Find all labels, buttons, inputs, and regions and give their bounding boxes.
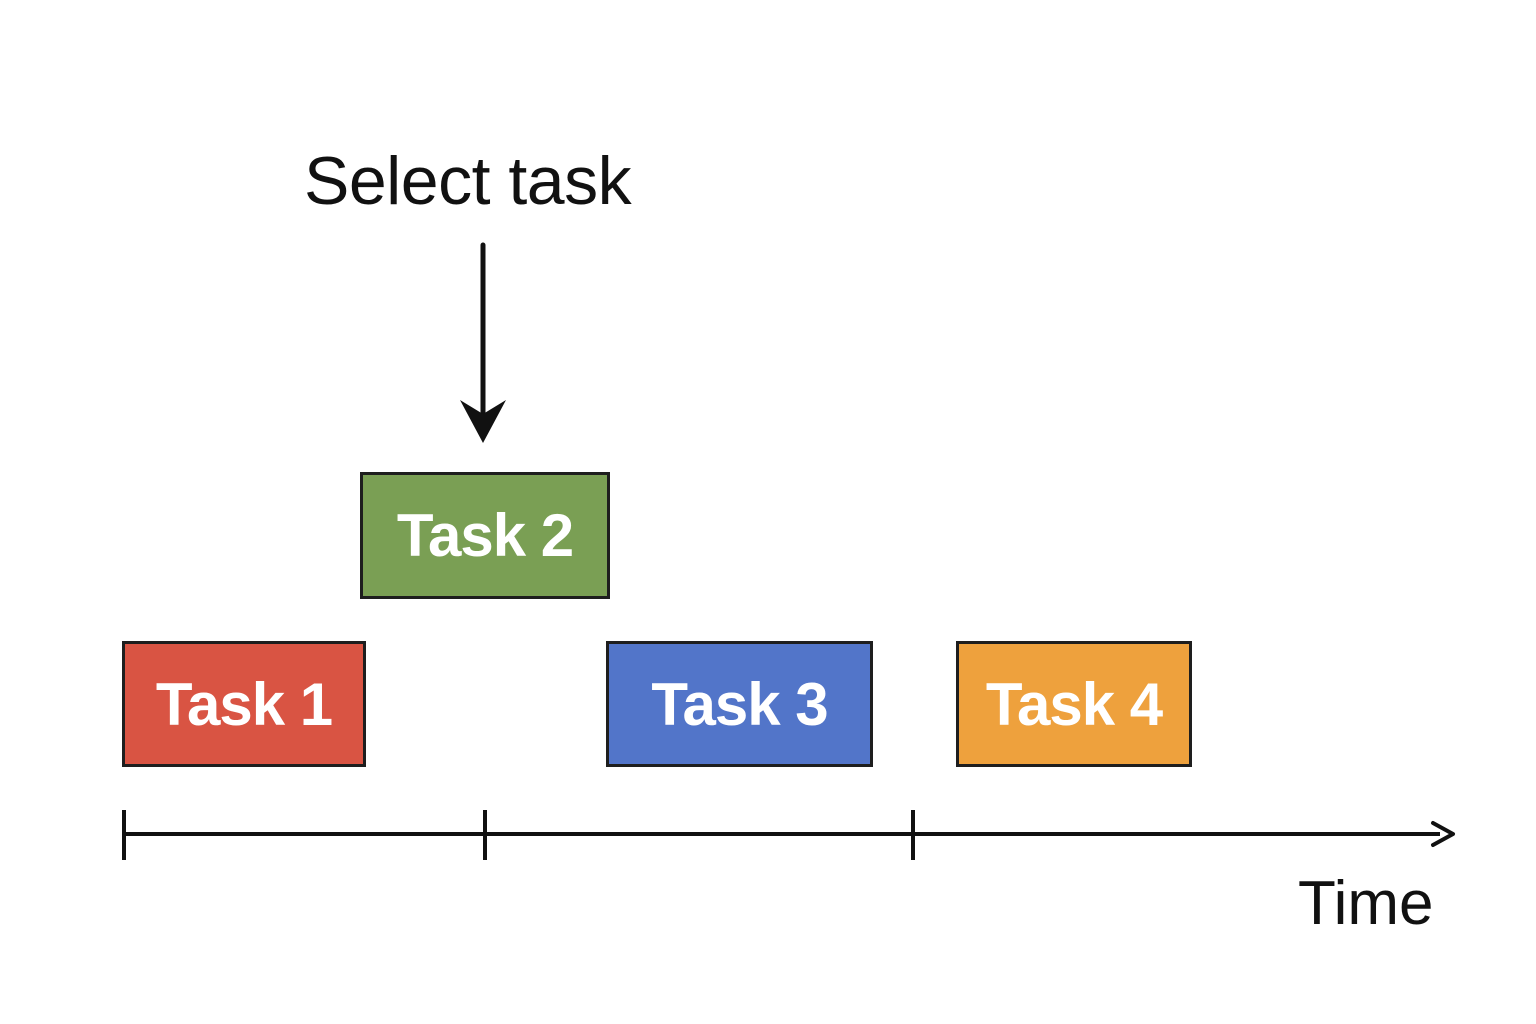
arrow-right-icon — [1431, 821, 1455, 847]
task-4-block[interactable]: Task 4 — [956, 641, 1192, 767]
task-1-block[interactable]: Task 1 — [122, 641, 366, 767]
select-task-caption: Select task — [304, 143, 632, 219]
task-2-label: Task 2 — [396, 502, 574, 569]
arrow-down-icon — [460, 242, 506, 443]
task-4-label: Task 4 — [985, 670, 1163, 738]
time-axis-label: Time — [1298, 869, 1434, 938]
task-3-block[interactable]: Task 3 — [606, 641, 873, 767]
task-1-label: Task 1 — [155, 670, 333, 738]
task-2-block[interactable]: Task 2 — [360, 472, 610, 599]
time-axis — [122, 810, 1455, 860]
task-3-label: Task 3 — [651, 670, 828, 738]
